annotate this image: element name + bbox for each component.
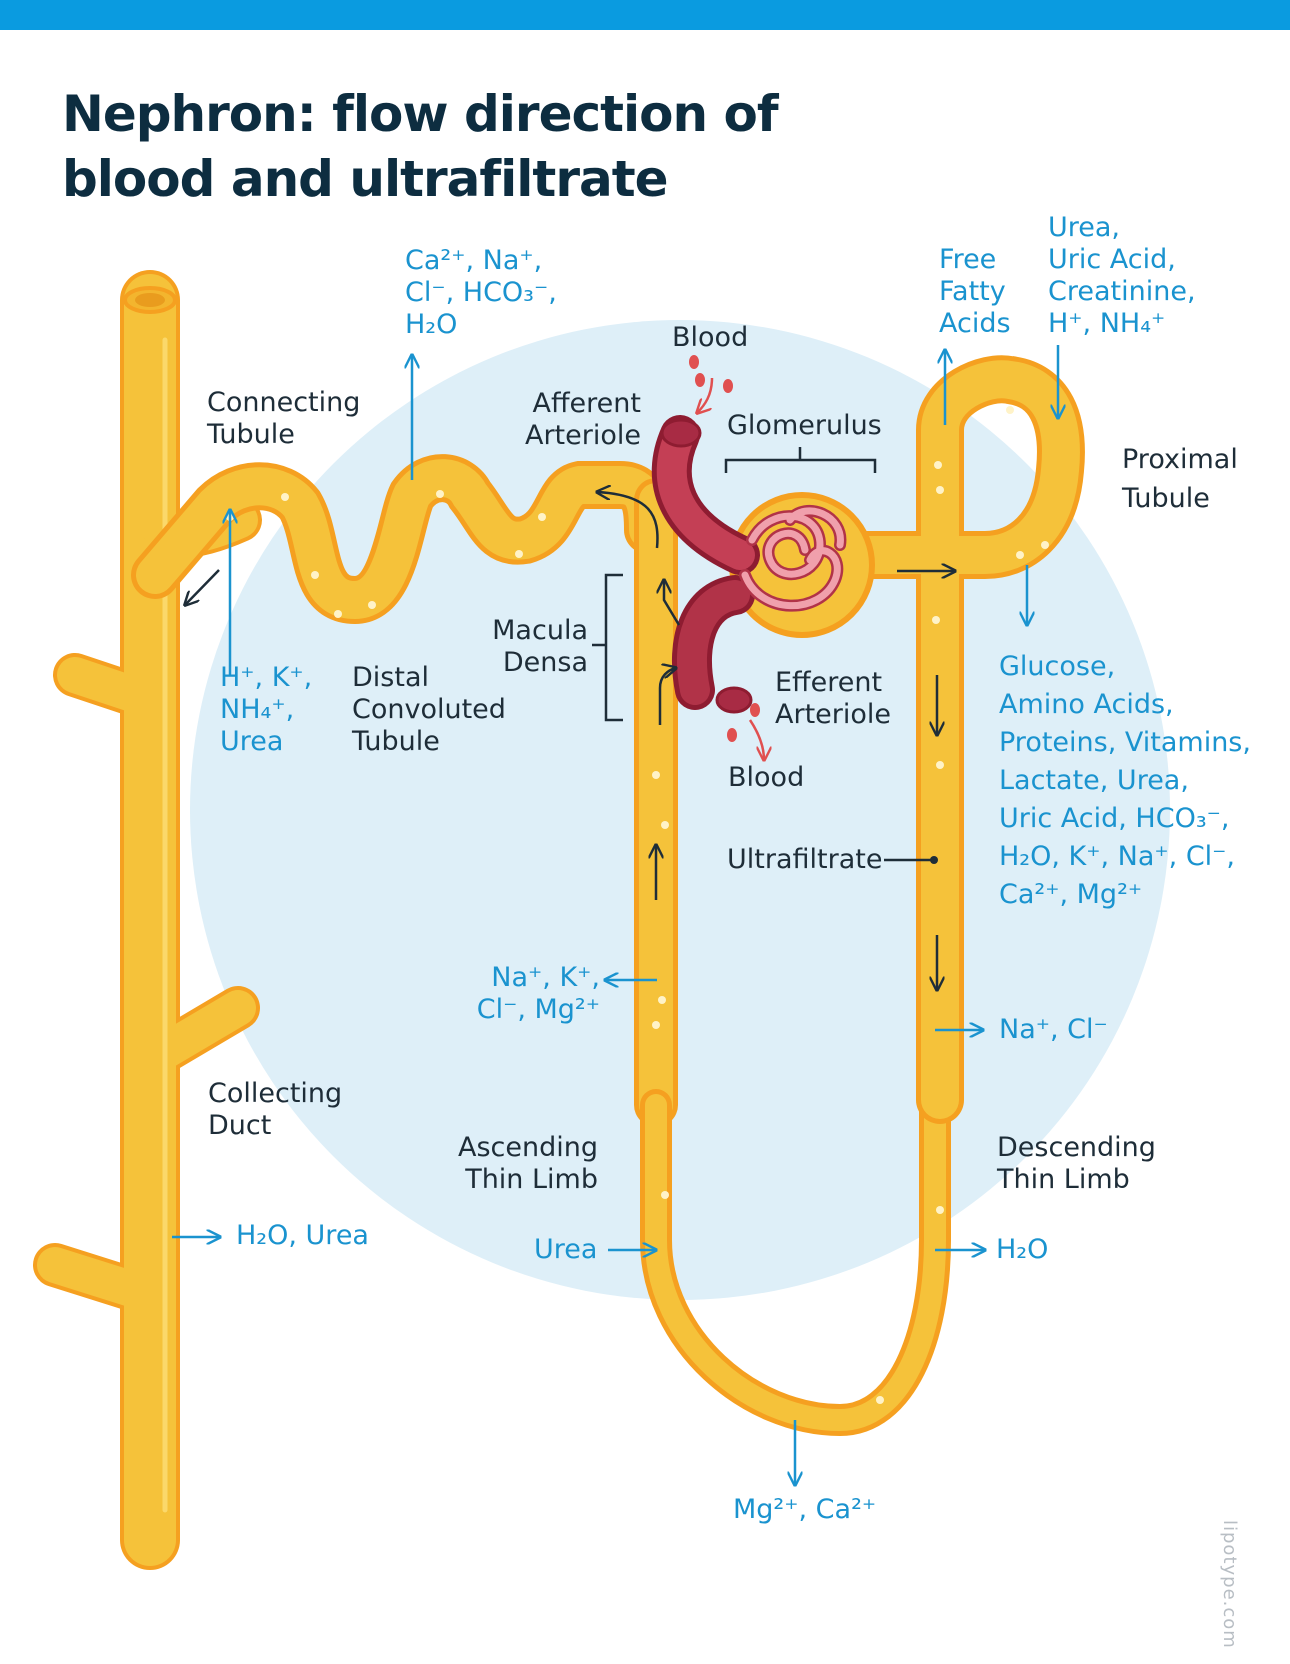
- label-afferent-arteriole: Afferent Arteriole: [524, 388, 641, 451]
- glomerulus-bracket: [724, 447, 877, 473]
- top-accent-bar: [0, 0, 1290, 30]
- substances-ascending-thin-in: Urea: [534, 1234, 598, 1265]
- label-descending-thin-limb: Descending Thin Limb: [997, 1132, 1156, 1195]
- loop-of-henle: [640, 1089, 951, 1437]
- brackets: [592, 447, 938, 864]
- glomerulus-tuft: [739, 504, 847, 612]
- watermark: lipotype.com: [1219, 1520, 1240, 1649]
- flow-arrow-collecting: [185, 569, 220, 605]
- substances-proximal-secreted: Urea, Uric Acid, Creatinine, H⁺, NH₄⁺: [1048, 212, 1196, 339]
- label-connecting-tubule: Connecting Tubule: [207, 387, 361, 450]
- substances-dct-out: Ca²⁺, Na⁺, Cl⁻, HCO₃⁻, H₂O: [405, 245, 557, 340]
- page-title: Nephron: flow direction of blood and ult…: [62, 82, 779, 212]
- macula-densa-bracket: [592, 573, 623, 722]
- label-efferent-arteriole: Efferent Arteriole: [775, 667, 892, 730]
- blood-cells-in: [689, 355, 733, 393]
- blood-flow-arrows: [697, 377, 764, 760]
- substances-descending-thin-out: H₂O: [996, 1234, 1049, 1265]
- afferent-arteriole: [651, 415, 760, 575]
- flow-arrow-macula-1: [664, 580, 681, 626]
- flow-arrow-macula-2: [658, 668, 676, 725]
- label-ultrafiltrate: Ultrafiltrate: [727, 844, 883, 875]
- efferent-arteriole: [672, 575, 755, 714]
- label-proximal-tubule: Proximal Tubule: [1122, 444, 1238, 514]
- label-blood-out: Blood: [728, 762, 805, 793]
- title-line-1: Nephron: flow direction of: [62, 85, 779, 143]
- substances-proximal-reabsorbed: Glucose, Amino Acids, Proteins, Vitamins…: [999, 651, 1251, 910]
- label-glomerulus: Glomerulus: [727, 410, 882, 441]
- title-line-2: blood and ultrafiltrate: [62, 150, 669, 208]
- flow-arrows: [185, 492, 955, 990]
- substances-collecting-duct-out: H₂O, Urea: [236, 1220, 369, 1251]
- blood-cells-out: [727, 703, 760, 742]
- flow-arrow-dct: [597, 492, 659, 549]
- blood-in-arrow: [697, 377, 714, 413]
- label-ascending-thin-limb: Ascending Thin Limb: [458, 1132, 598, 1195]
- substances-free-fatty-acids: Free Fatty Acids: [939, 244, 1011, 339]
- substances-thick-descending-out: Na⁺, Cl⁻: [999, 1014, 1108, 1045]
- transport-arrows: [172, 345, 1058, 1485]
- filtrate-dots: [226, 406, 1049, 1404]
- substances-thick-ascending-out: Na⁺, K⁺, Cl⁻, Mg²⁺: [476, 962, 600, 1025]
- blood-out-arrow: [748, 719, 764, 760]
- label-collecting-duct: Collecting Duct: [208, 1078, 343, 1141]
- label-distal-convoluted-tubule: Distal Convoluted Tubule: [352, 662, 506, 757]
- substances-dct-in: H⁺, K⁺, NH₄⁺, Urea: [220, 662, 313, 757]
- label-macula-densa: Macula Densa: [492, 615, 588, 678]
- label-blood-in: Blood: [672, 322, 749, 353]
- distal-convoluted-tubule: [131, 454, 672, 625]
- substances-loop-bottom-out: Mg²⁺, Ca²⁺: [733, 1494, 877, 1525]
